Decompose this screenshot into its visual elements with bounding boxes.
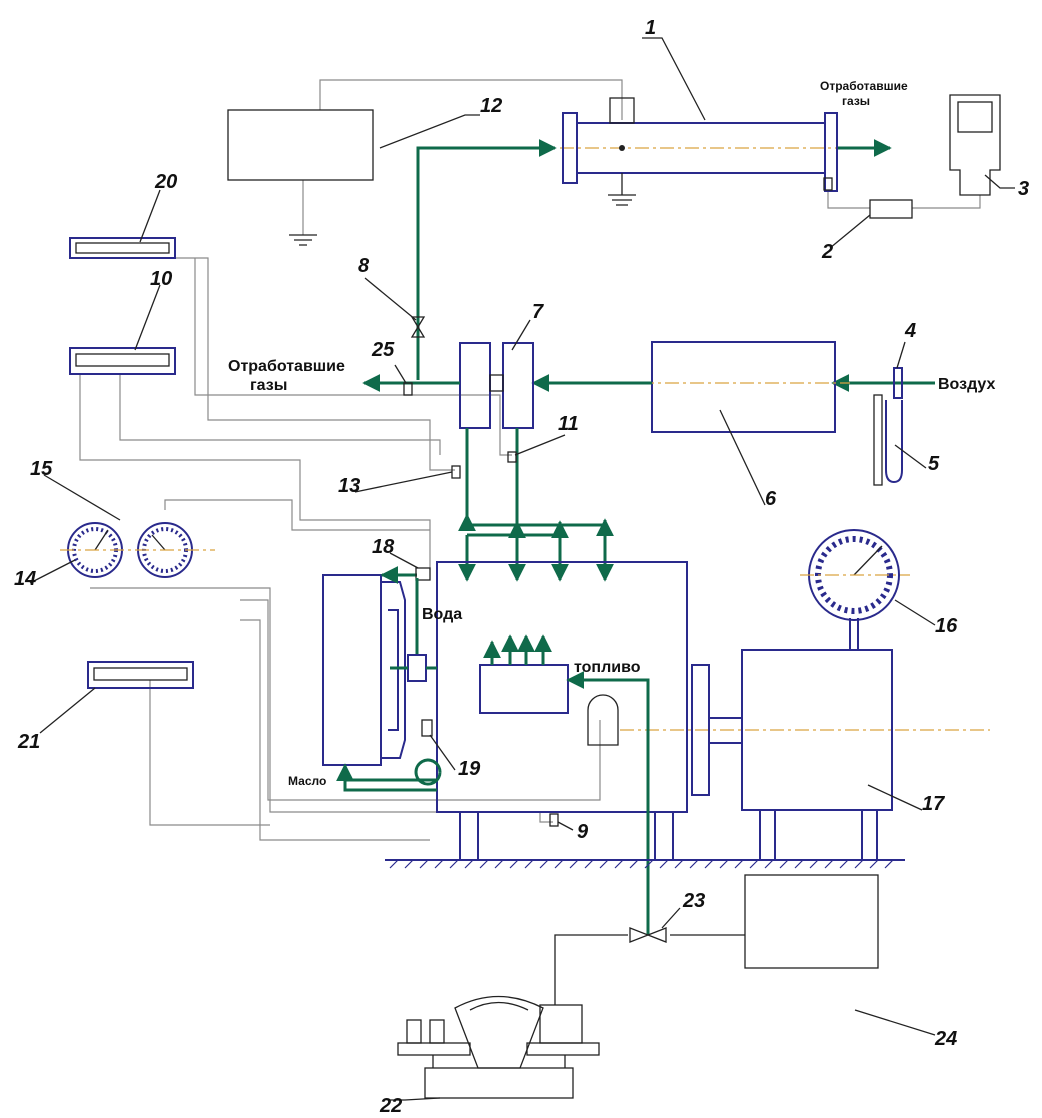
callout-16: 16	[935, 615, 958, 637]
callout-2: 2	[821, 241, 833, 263]
callout-20: 20	[154, 171, 177, 193]
callout-numbers: 1 2 3 4 5 6 7 8 9 10 11 12 13 14 15 16 1…	[14, 17, 1029, 1117]
converter-2	[869, 199, 913, 219]
leader-lines	[29, 37, 1015, 1101]
valve-23	[629, 927, 667, 943]
handheld-analyzer-3	[949, 94, 1001, 196]
label-exhaust-top-2: газы	[842, 94, 870, 108]
display-20	[69, 237, 176, 259]
thermostat	[407, 654, 427, 682]
label-exhaust-top-1: Отработавшие	[820, 79, 908, 93]
gauge-15	[60, 522, 215, 578]
exhaust-sampling-line	[416, 139, 892, 380]
sensor-9	[549, 813, 559, 827]
sensor-25	[403, 382, 413, 396]
signal-wires	[79, 79, 981, 841]
callout-11: 11	[558, 413, 579, 435]
callout-9: 9	[577, 821, 589, 843]
text-labels: Отработавшие газы Отработавшие газы Возд…	[228, 79, 996, 788]
label-fuel: топливо	[574, 659, 641, 676]
label-oil: Масло	[288, 774, 326, 788]
manifold-pipes	[451, 428, 614, 582]
valve-8	[410, 316, 426, 338]
callout-17: 17	[922, 793, 945, 815]
sensor-11	[507, 451, 517, 463]
label-exhaust-left-1: Отработавшие	[228, 358, 345, 375]
scale-dial-16	[800, 529, 910, 621]
sensor-19	[421, 719, 433, 737]
callout-23: 23	[682, 890, 705, 912]
callout-4: 4	[904, 320, 916, 342]
callout-24: 24	[934, 1028, 957, 1050]
callout-21: 21	[17, 731, 40, 753]
engine	[436, 561, 990, 827]
floor	[385, 859, 905, 869]
fuel-line	[566, 671, 650, 935]
callout-25: 25	[371, 339, 395, 361]
label-water: Вода	[422, 606, 462, 623]
callout-18: 18	[372, 536, 395, 558]
callout-14: 14	[14, 568, 36, 590]
callout-1: 1	[645, 17, 656, 39]
callout-5: 5	[928, 453, 940, 475]
callout-22: 22	[379, 1095, 402, 1117]
label-air: Воздух	[938, 376, 996, 393]
radiator	[322, 566, 442, 792]
callout-3: 3	[1018, 178, 1029, 200]
control-unit-12	[227, 109, 374, 246]
callout-8: 8	[358, 255, 370, 277]
display-21	[87, 661, 194, 689]
sensor-18	[415, 567, 431, 581]
dynamometer-17	[691, 618, 893, 860]
air-intake-line	[531, 341, 935, 433]
label-exhaust-left-2: газы	[250, 377, 287, 394]
smoke-meter-tube	[562, 97, 838, 206]
callout-10: 10	[150, 268, 172, 290]
callout-6: 6	[765, 488, 777, 510]
fuel-tank-24	[744, 874, 879, 969]
engine-mounts	[459, 812, 674, 860]
callout-13: 13	[338, 475, 360, 497]
scales-22	[397, 995, 600, 1099]
callout-12: 12	[480, 95, 502, 117]
air-manometer-4-5	[873, 367, 903, 486]
display-10	[69, 347, 176, 375]
sensor-13	[451, 465, 461, 479]
callout-19: 19	[458, 758, 481, 780]
callout-15: 15	[30, 458, 53, 480]
callout-7: 7	[532, 301, 544, 323]
fuel-measurement	[554, 874, 879, 1005]
